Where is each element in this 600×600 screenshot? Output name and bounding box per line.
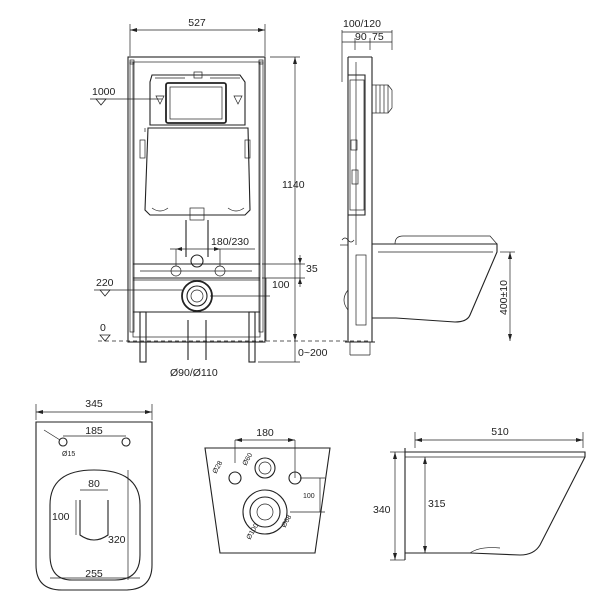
offset-100-label: 100 <box>272 279 290 291</box>
hole-dia-label: Ø15 <box>62 451 75 458</box>
rear-width-label: 180 <box>256 427 274 439</box>
adjust-range-label: 0~200 <box>298 347 328 359</box>
bowl-side-height-label: 340 <box>373 504 391 516</box>
bowl-side-length-label: 510 <box>491 426 509 438</box>
level-1000-label: 1000 <box>92 86 116 98</box>
bowl-inner-height-label: 315 <box>428 498 446 510</box>
sub-75-label: 75 <box>372 31 384 43</box>
height-1140-label: 1140 <box>282 179 305 191</box>
hole-68-label: Ø68 <box>281 514 294 529</box>
outlet-width-label: 80 <box>88 478 100 490</box>
hole-spacing-label: 185 <box>85 425 103 437</box>
offset-35-label: 35 <box>306 263 318 275</box>
sub-90-label: 90 <box>355 31 367 43</box>
hole-60-label: Ø60 <box>242 452 255 467</box>
frame-front-view: 527 <box>90 17 370 379</box>
depth-label: 100/120 <box>343 18 381 30</box>
level-220-label: 220 <box>96 277 114 289</box>
rear-height-label: 100 <box>303 493 315 500</box>
bowl-rear-view: 180 Ø28 Ø60 Ø100 Ø68 100 <box>204 427 331 554</box>
bowl-top-view: 345 185 Ø15 80 100 320 255 <box>35 398 153 591</box>
spacing-180-230-label: 180/230 <box>211 236 249 248</box>
bowl-width-label: 345 <box>85 398 103 410</box>
hole-28-label: Ø28 <box>212 460 225 475</box>
inner-width-label: 255 <box>85 568 103 580</box>
bowl-length-label: 320 <box>108 534 126 546</box>
level-0-label: 0 <box>100 322 106 334</box>
pipe-dia-label: Ø90/Ø110 <box>170 367 218 379</box>
frame-width-label: 527 <box>188 17 206 29</box>
outlet-length-label: 100 <box>52 511 70 523</box>
frame-side-view: 100/120 90 75 <box>340 18 515 356</box>
bowl-height-label: 400±10 <box>498 280 510 315</box>
bowl-side-view: 510 340 315 <box>373 426 586 561</box>
